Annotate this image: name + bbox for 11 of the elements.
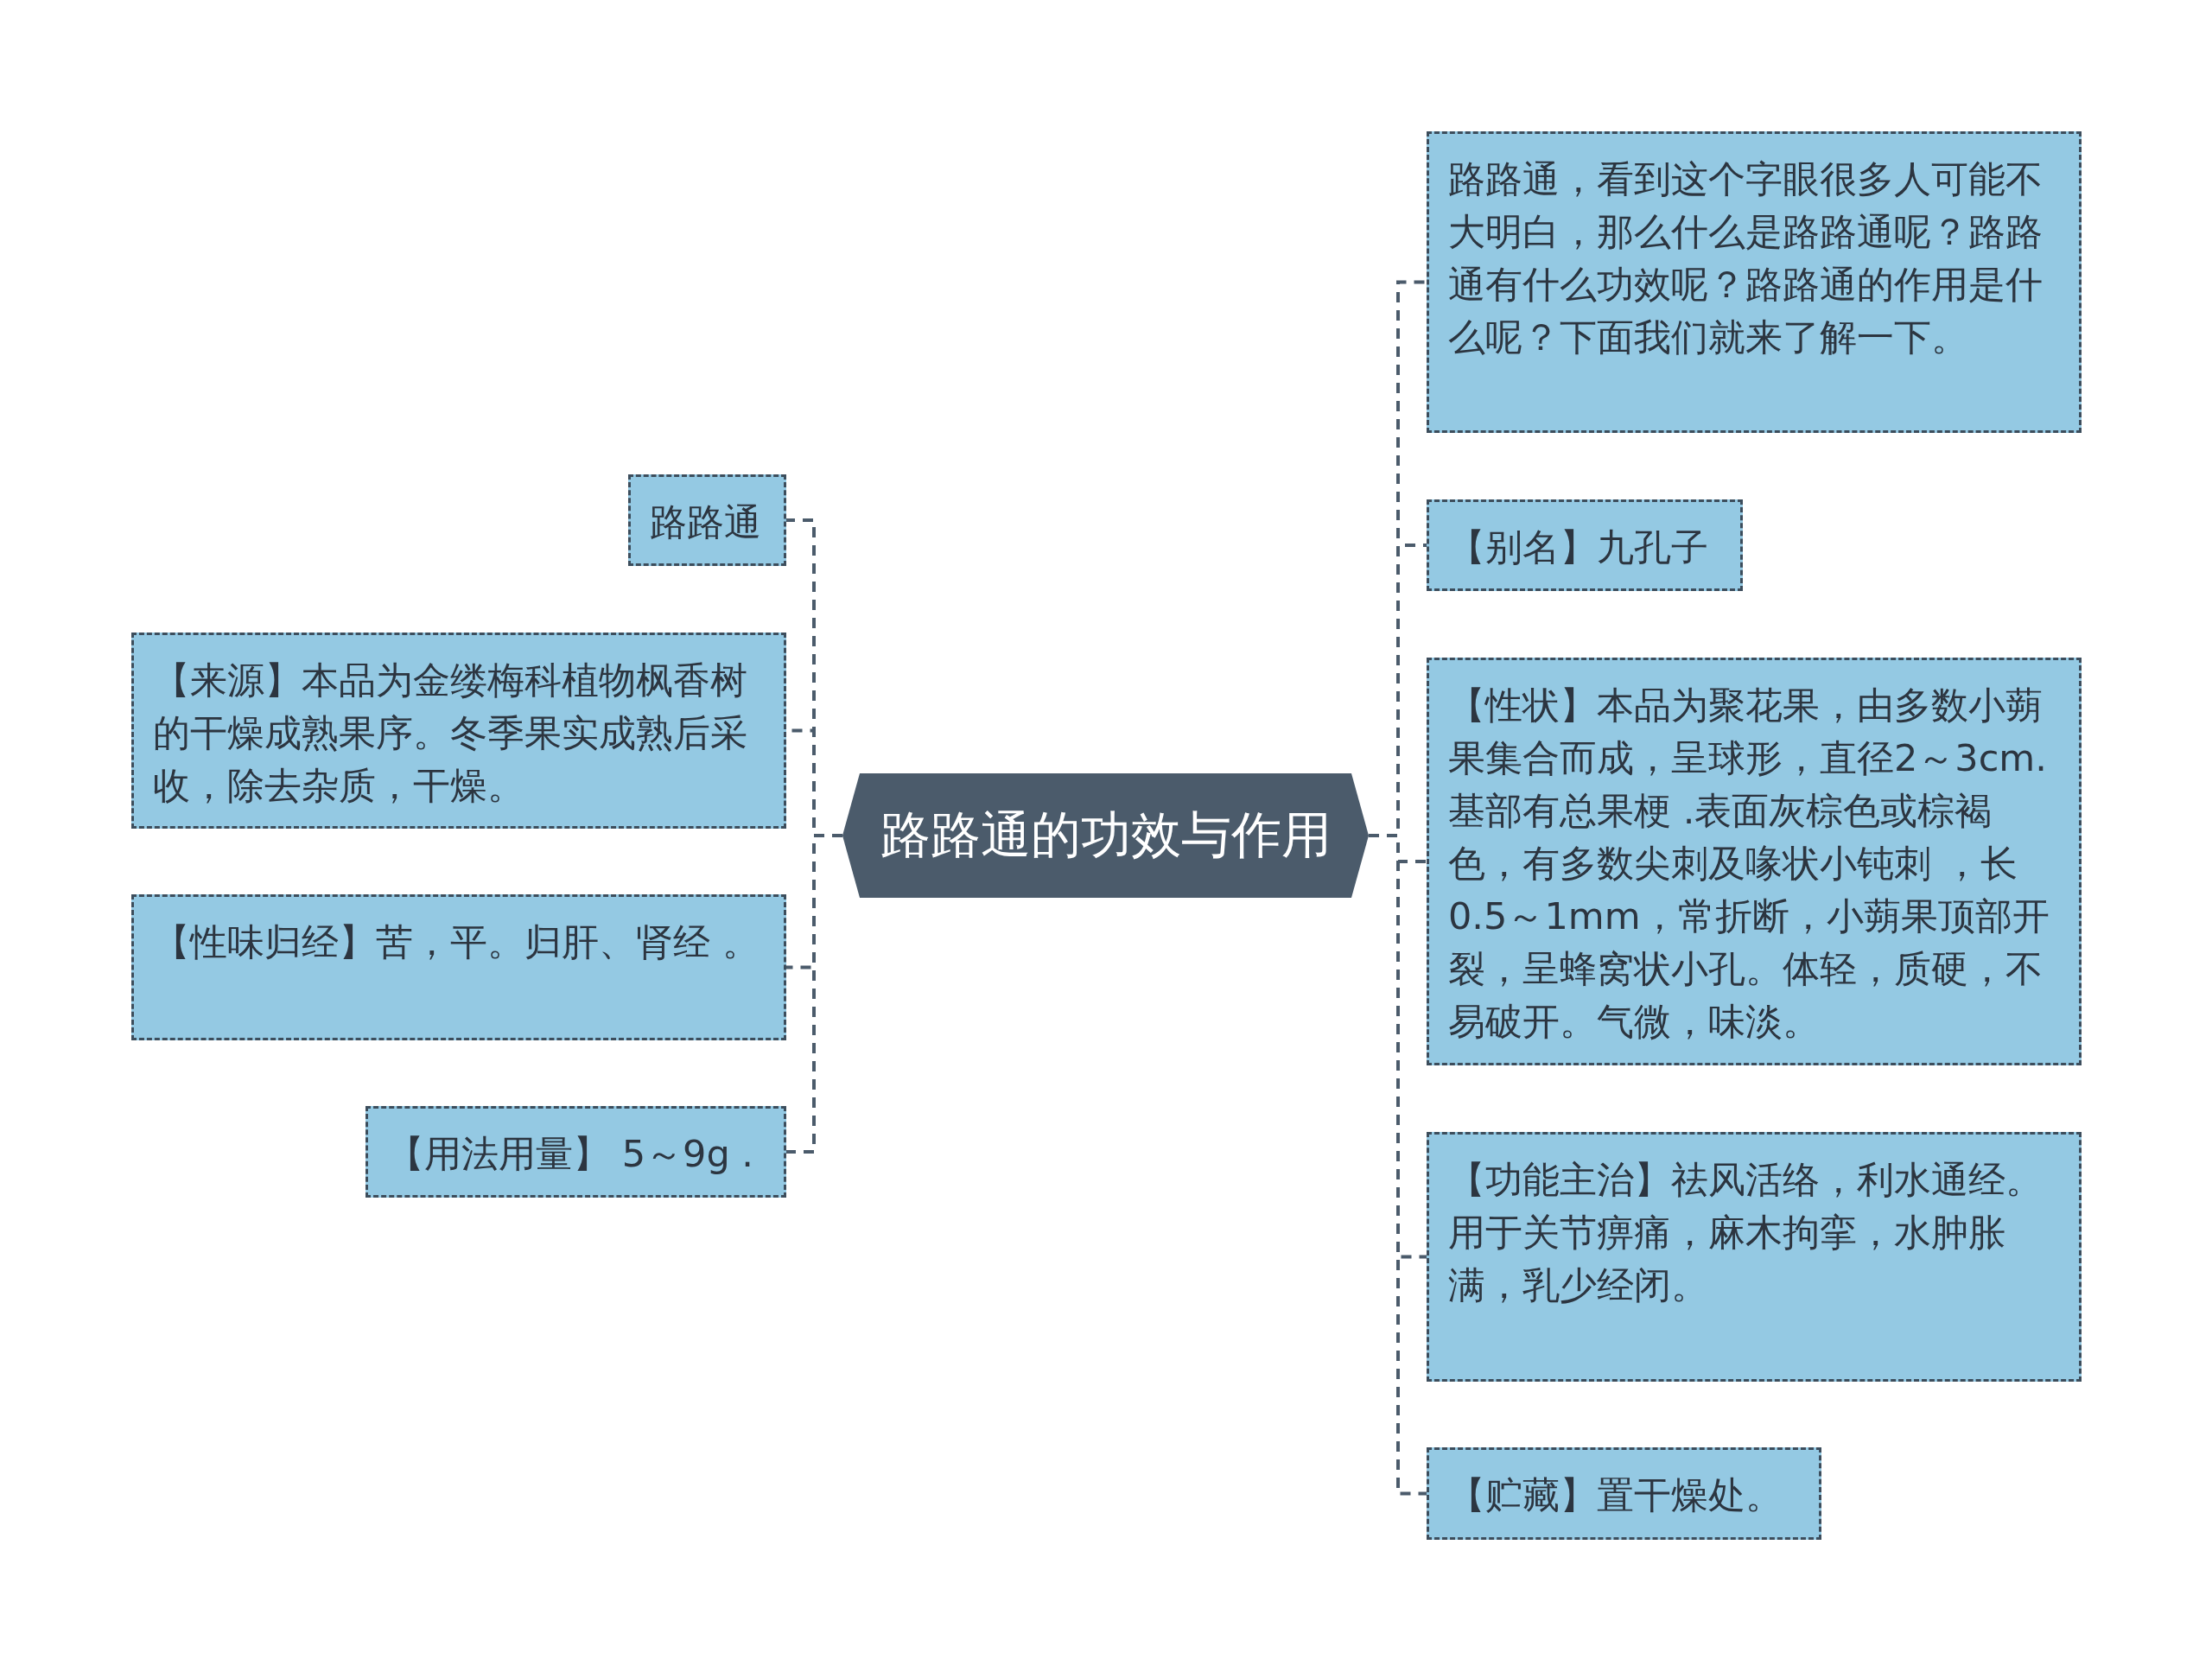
central-topic-hexagon: 路路通的功效与作用 [842, 773, 1369, 898]
topic-box: 路路通，看到这个字眼很多人可能不大明白，那么什么是路路通呢？路路通有什么功效呢？路路通的作用是什么呢？下面我们就来了解一下。 [1427, 131, 2082, 433]
topic-box: 【贮藏】置干燥处。 [1427, 1447, 1821, 1540]
topic-box: 路路通 [628, 474, 786, 566]
topic-box: 【来源】本品为金缕梅科植物枫香树的干燥成熟果序。冬季果实成熟后采收，除去杂质，干燥。 [131, 633, 786, 829]
topic-box: 【功能主治】祛风活络，利水通经。用于关节痹痛，麻木拘挛，水肿胀满，乳少经闭。 [1427, 1132, 2082, 1382]
topic-box: 【用法用量】 5～9g . [365, 1106, 786, 1198]
topic-box: 【性味归经】苦，平。归肝、肾经 。 [131, 894, 786, 1040]
topic-box: 【别名】九孔子 [1427, 499, 1743, 591]
connector [786, 834, 842, 1154]
topic-box: 【性状】本品为聚花果，由多数小蒴果集合而成，呈球形，直径2～3cm.基部有总果梗 .表面灰棕色或棕褐色，有多数尖刺及喙状小钝刺 ，长0.5～1mm，常折断，小蒴果顶部开裂，呈蜂窝状小孔。体轻，质硬，不易破开。气微，味淡。 [1427, 658, 2082, 1065]
